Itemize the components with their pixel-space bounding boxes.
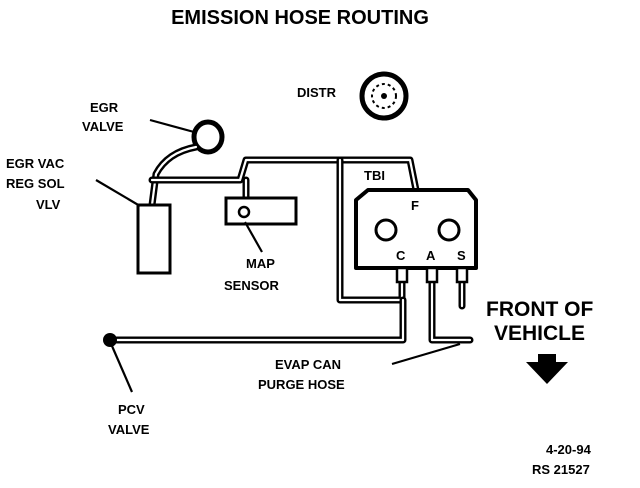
diagram-date: 4-20-94 <box>546 442 592 457</box>
map-sensor-label-line1: MAP <box>246 256 275 271</box>
egr-solenoid-label-line2: REG SOL <box>6 176 65 191</box>
port-s-label: S <box>457 248 466 263</box>
pcv-valve-label-line1: PCV <box>118 402 145 417</box>
port-a-label: A <box>426 248 436 263</box>
egr-valve-label-line1: EGR <box>90 100 119 115</box>
egr-valve-leader <box>149 118 195 134</box>
front-of-vehicle-label-line2: VEHICLE <box>494 322 585 345</box>
egr-solenoid-leader <box>95 179 141 207</box>
egr-solenoid-icon <box>136 203 172 275</box>
tbi-label: TBI <box>364 168 385 183</box>
diagram-title: EMISSION HOSE ROUTING <box>171 7 429 29</box>
map-sensor-leader <box>244 221 263 253</box>
egr-solenoid-label-line1: EGR VAC <box>6 156 65 171</box>
evap-hose-leader <box>391 342 461 366</box>
distributor-label: DISTR <box>297 85 337 100</box>
egr-solenoid-label-line3: VLV <box>36 197 61 212</box>
map-sensor-icon <box>224 196 298 226</box>
evap-label-line2: PURGE HOSE <box>258 377 345 392</box>
port-c-label: C <box>396 248 406 263</box>
egr-valve-icon <box>191 119 225 155</box>
tbi-unit-icon <box>354 188 478 284</box>
port-f-label: F <box>411 198 419 213</box>
pcv-valve-icon <box>103 333 117 347</box>
diagram-ref-number: RS 21527 <box>532 462 590 477</box>
evap-label-line1: EVAP CAN <box>275 357 341 372</box>
map-sensor-label-line2: SENSOR <box>224 278 280 293</box>
arrow-down-icon <box>526 354 568 384</box>
front-of-vehicle-label-line1: FRONT OF <box>486 298 593 321</box>
pcv-valve-label-line2: VALVE <box>108 422 150 437</box>
vacuum-hoses <box>108 143 474 344</box>
egr-valve-label-line2: VALVE <box>82 119 124 134</box>
distributor-icon <box>359 71 409 121</box>
pcv-valve-leader <box>110 345 134 393</box>
